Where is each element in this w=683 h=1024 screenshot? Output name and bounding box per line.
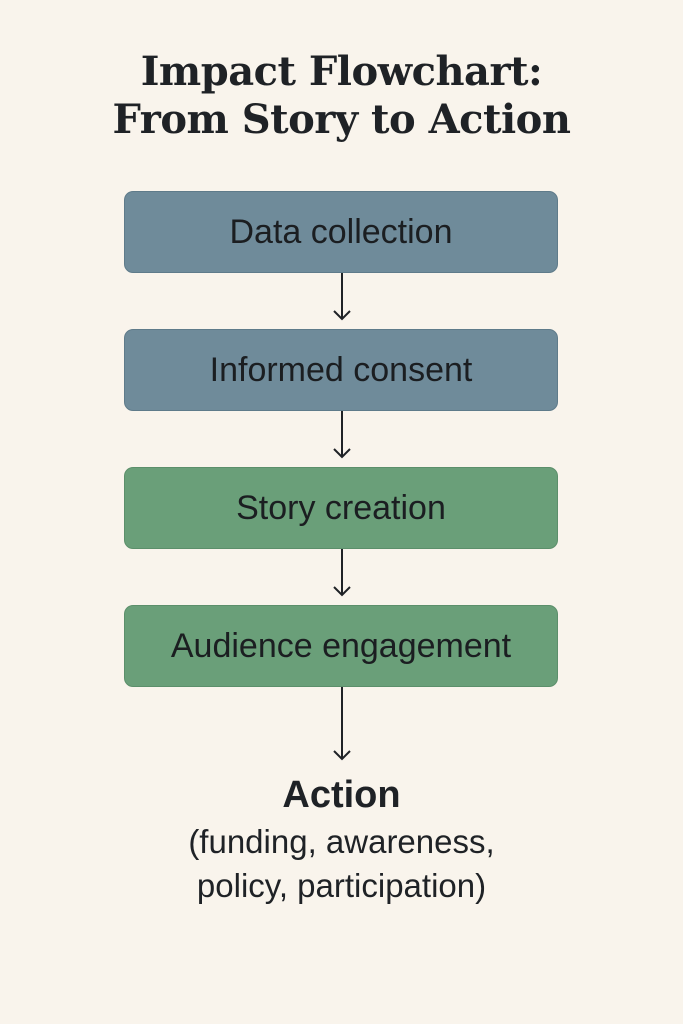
- step-story-creation: Story creation: [124, 467, 558, 549]
- title-line-1: Impact Flowchart:: [140, 48, 543, 95]
- arrow-down-icon: [331, 687, 353, 761]
- outcome-detail: (funding, awareness, policy, participati…: [0, 820, 683, 908]
- title-line-2: From Story to Action: [112, 96, 571, 143]
- outcome-detail-line-2: policy, participation): [196, 867, 487, 904]
- step-label: Informed consent: [209, 350, 473, 389]
- arrow-down-icon: [331, 549, 353, 597]
- arrow-down-icon: [331, 411, 353, 459]
- step-informed-consent: Informed consent: [124, 329, 558, 411]
- step-label: Audience engagement: [170, 626, 512, 665]
- arrow-down-icon: [331, 273, 353, 321]
- outcome-detail-line-1: (funding, awareness,: [188, 823, 495, 860]
- step-audience-engagement: Audience engagement: [124, 605, 558, 687]
- step-data-collection: Data collection: [124, 191, 558, 273]
- step-label: Data collection: [229, 212, 453, 251]
- step-label: Story creation: [236, 488, 446, 527]
- outcome-title: Action: [282, 774, 401, 816]
- diagram-title: Impact Flowchart: From Story to Action: [0, 48, 683, 144]
